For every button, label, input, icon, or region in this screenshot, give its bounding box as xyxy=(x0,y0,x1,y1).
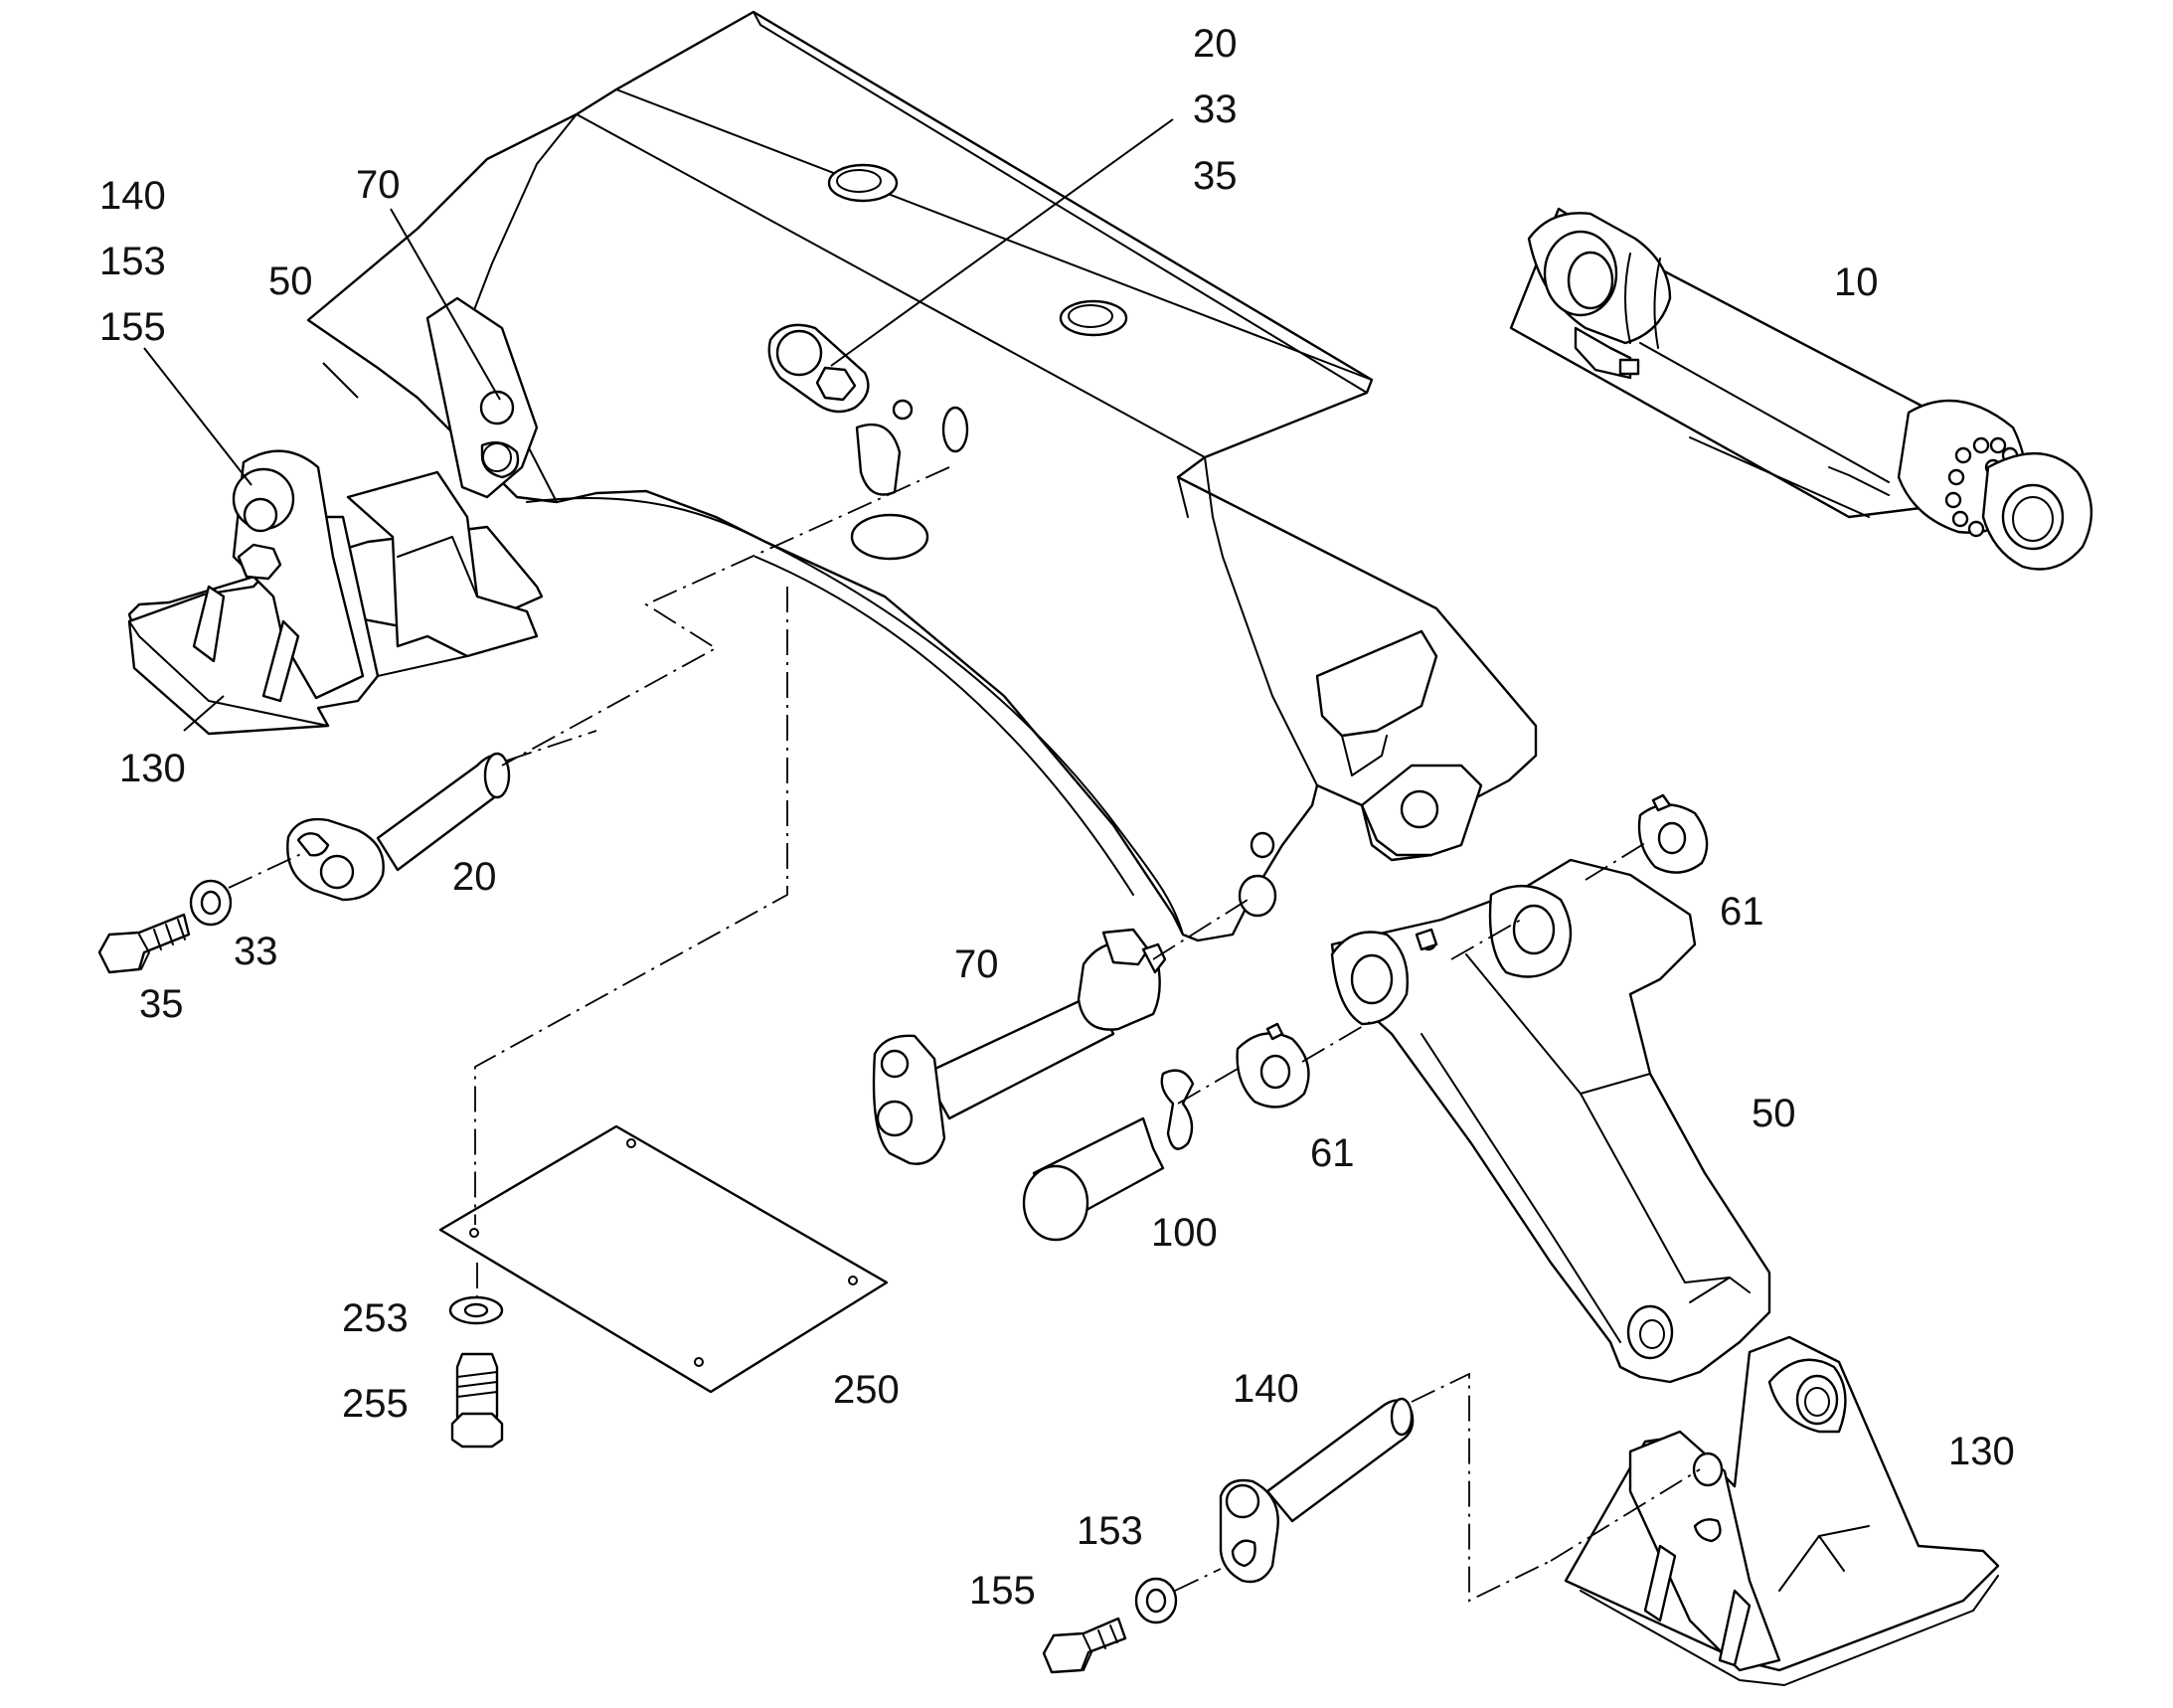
label-left-130: 130 xyxy=(119,747,186,790)
pin-20-assembly xyxy=(97,730,597,974)
main-frame xyxy=(127,10,1538,942)
label-pin-100: 100 xyxy=(1151,1211,1218,1255)
label-pin-20: 20 xyxy=(452,855,497,899)
label-ring-61-left: 61 xyxy=(1310,1131,1355,1175)
right-base-bracket xyxy=(1564,1335,2000,1686)
label-link-50: 50 xyxy=(1752,1092,1796,1135)
ring-61-right xyxy=(1637,793,1709,874)
label-washer-153: 153 xyxy=(1077,1509,1143,1553)
label-bolt-155: 155 xyxy=(969,1569,1036,1613)
label-frame-35: 35 xyxy=(1193,154,1238,198)
label-bolt-255: 255 xyxy=(342,1382,409,1426)
label-left-50: 50 xyxy=(268,259,313,303)
link-arm-50 xyxy=(1330,858,1771,1384)
center-lines xyxy=(474,466,1646,1302)
pin-70-assembly xyxy=(872,928,1167,1165)
label-washer-33: 33 xyxy=(234,930,278,973)
cover-plate-250 xyxy=(438,1124,889,1449)
label-washer-253: 253 xyxy=(342,1296,409,1340)
pin-140-assembly xyxy=(1042,1372,1701,1674)
label-cylinder-10: 10 xyxy=(1834,260,1879,304)
label-bolt-35: 35 xyxy=(139,982,184,1026)
label-bracket-130: 130 xyxy=(1948,1430,2015,1473)
label-left-140: 140 xyxy=(99,174,166,218)
label-left-153: 153 xyxy=(99,240,166,283)
label-left-155: 155 xyxy=(99,305,166,349)
hydraulic-cylinder xyxy=(1509,207,2092,571)
label-ring-61-right: 61 xyxy=(1720,890,1764,934)
label-left-70: 70 xyxy=(356,163,401,207)
left-base-bracket xyxy=(127,449,539,736)
label-frame-33: 33 xyxy=(1193,87,1238,131)
ring-61-left xyxy=(1236,1022,1310,1109)
pin-100-assembly xyxy=(1022,1069,1195,1242)
label-pin-140: 140 xyxy=(1233,1367,1299,1411)
label-frame-20: 20 xyxy=(1193,22,1238,66)
label-plate-250: 250 xyxy=(833,1368,900,1412)
head-bolts xyxy=(1944,436,2019,538)
leader-lines xyxy=(143,118,1174,732)
label-pin-70: 70 xyxy=(954,942,999,986)
